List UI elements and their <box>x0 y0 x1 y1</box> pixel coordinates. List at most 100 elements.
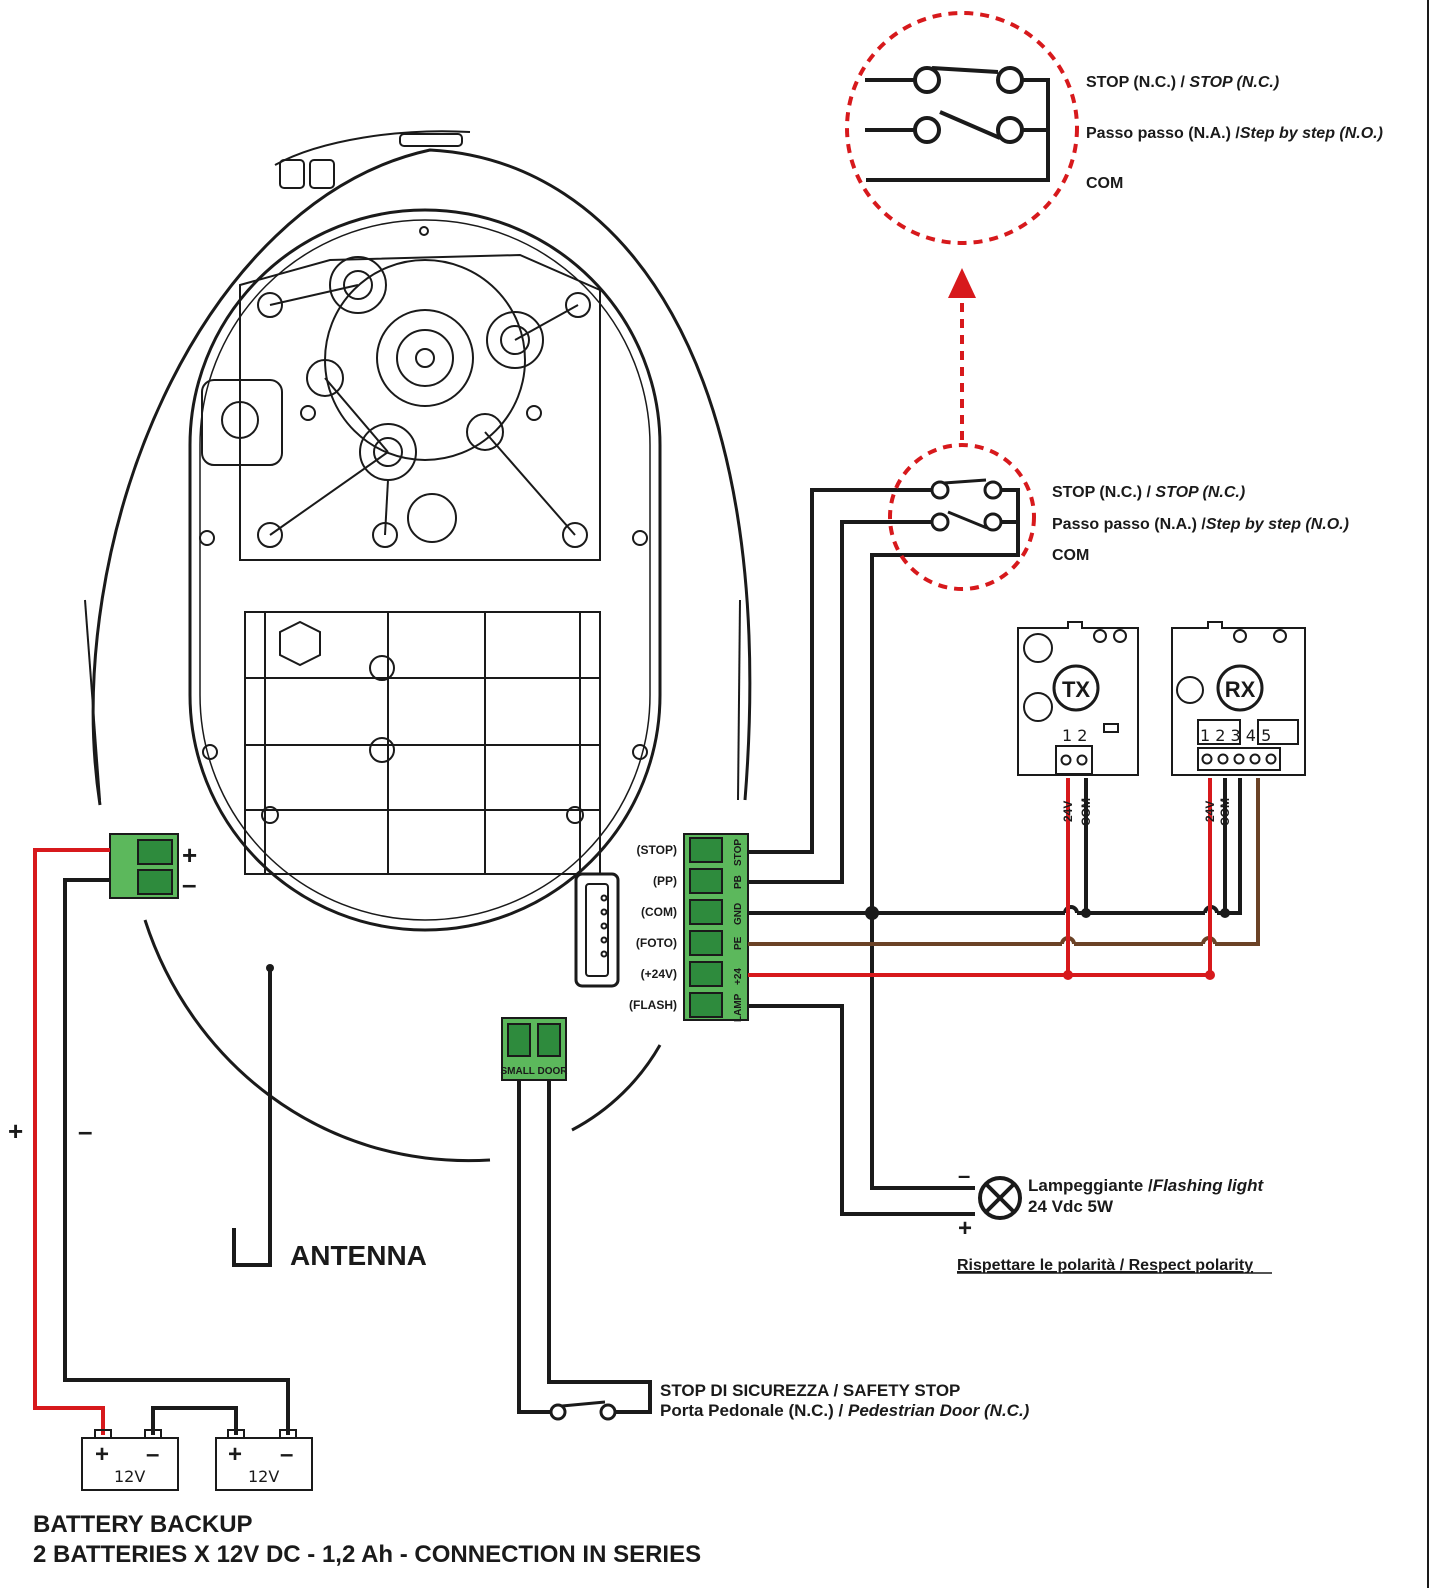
terminal-slot-pe <box>689 930 723 956</box>
lamp-minus: – <box>958 1163 970 1188</box>
gear-outer <box>376 309 474 407</box>
small-door-terminal: SMALL DOOR <box>500 1017 568 1081</box>
antenna: ANTENNA <box>232 964 427 1271</box>
tx-wire-com-label: COM <box>1079 798 1093 826</box>
power-terminal-plus-slot <box>137 839 173 865</box>
pin-left <box>300 405 316 421</box>
gear-plate <box>239 253 601 561</box>
detail-zoom-lever-2 <box>939 110 1001 140</box>
housing-top <box>274 130 471 166</box>
usb-pin-2 <box>600 908 608 916</box>
bolt-right <box>486 311 544 369</box>
tx-pins: 1 2 <box>1062 726 1087 745</box>
wire-gnd-hop-tx <box>1063 905 1079 914</box>
terminal-tag-pe: PE <box>733 936 744 950</box>
terminal-block: STOP PB GND PE +24 LAMP (STOP) (PP) (COM… <box>629 833 749 1022</box>
flashing-light: – + Lampeggiante /Flashing light 24 Vdc … <box>957 1163 1272 1274</box>
rx-terminal-pin-5 <box>1265 753 1277 765</box>
safety-stop-line2-it: Porta Pedonale (N.C.) / <box>660 1401 848 1420</box>
safety-stop-line2-en: Pedestrian Door (N.C.) <box>848 1401 1030 1420</box>
rx-label-frame <box>1197 719 1299 745</box>
housing-slot-right <box>737 599 741 801</box>
battery-plus-wire <box>33 848 110 1435</box>
housing-lower-arc-right <box>571 1044 662 1132</box>
terminal-slot-24 <box>689 961 723 987</box>
detail-zoom-pp: Passo passo (N.A.) / <box>1086 125 1240 142</box>
usb-pin-1 <box>600 894 608 902</box>
battery-2-minus: – <box>280 1441 293 1468</box>
usb-connector-slot <box>585 883 609 977</box>
detail-small-contact-2 <box>983 480 1003 500</box>
rx-badge <box>1216 664 1264 712</box>
base-plate-outer <box>188 208 662 932</box>
terminal-side-foto: (FOTO) <box>636 936 677 950</box>
base-plate-inner <box>199 219 651 921</box>
release-lock <box>201 379 283 466</box>
detail-arrow <box>948 268 976 298</box>
housing-outer-arc <box>91 148 752 806</box>
detail-zoom-stop: STOP (N.C.) / <box>1086 74 1189 91</box>
terminal-side-com: (COM) <box>641 905 677 919</box>
wire-stop <box>748 488 935 854</box>
terminal-side-stop: (STOP) <box>637 843 677 857</box>
battery-2: + – 12V <box>215 1429 313 1491</box>
detail-zoom-lever-1 <box>931 66 999 74</box>
detail-zoom-pp-text: Passo passo (N.A.) /Step by step (N.O.) <box>1086 125 1383 142</box>
gear-center <box>415 348 435 368</box>
terminal-tag-pb: PB <box>733 875 744 889</box>
wire-flash-plus <box>748 1004 975 1216</box>
battery-1-post-plus <box>94 1429 112 1439</box>
small-door-slot-1 <box>507 1023 531 1057</box>
grid-screw-1 <box>369 655 395 681</box>
detail-small-pp: Passo passo (N.A.) / <box>1052 516 1206 533</box>
usb-pin-3 <box>600 922 608 930</box>
side-pin-right <box>632 530 648 546</box>
battery-2-body <box>215 1437 313 1491</box>
safety-stop-switch <box>549 1400 617 1421</box>
detail-small-pp-text: Passo passo (N.A.) /Step by step (N.O.) <box>1052 516 1349 533</box>
detail-small-lever-2 <box>947 510 988 530</box>
detail-zoom-wire-com <box>866 78 1050 182</box>
housing-lower-arc-left <box>143 919 491 1163</box>
usb-pin-5 <box>600 950 608 958</box>
detail-zoom-contact-3 <box>913 116 941 144</box>
rx-terminal-pin-4 <box>1249 753 1261 765</box>
tx-notch-1 <box>1093 629 1107 643</box>
power-terminal-minus-slot <box>137 869 173 895</box>
housing-slot-left <box>84 599 101 801</box>
side-pin-left <box>199 530 215 546</box>
rx-wire-24v-label: 24V <box>1203 801 1217 822</box>
grid-screw-3 <box>261 806 279 824</box>
battery-1-minus: – <box>146 1441 159 1468</box>
screw-bl <box>257 522 283 548</box>
base-plate-hole <box>419 226 429 236</box>
usb-connector <box>574 872 620 988</box>
terminal-tag-stop: STOP <box>733 839 744 866</box>
lamp-label-en: Flashing light <box>1153 1176 1265 1195</box>
screw-tr <box>565 292 591 318</box>
hole-left <box>306 359 344 397</box>
battery-2-voltage: 12V <box>248 1467 279 1486</box>
safety-stop-line2: Porta Pedonale (N.C.) / Pedestrian Door … <box>660 1401 1030 1420</box>
small-door-label: SMALL DOOR <box>500 1066 568 1077</box>
rx-body <box>1171 621 1306 776</box>
bolt-right-inner <box>500 325 530 355</box>
detail-zoom-circle <box>845 11 1079 245</box>
rx-pins: 1 2 3 4 5 <box>1200 726 1271 745</box>
lamp-spec: 24 Vdc 5W <box>1028 1197 1114 1216</box>
gear-spline <box>396 329 454 387</box>
bolt-top <box>329 256 387 314</box>
hole-right <box>466 413 504 451</box>
tx-badge <box>1052 664 1100 712</box>
power-terminal: + – <box>109 833 197 899</box>
safety-stop-wire-2 <box>547 1080 652 1414</box>
tx-terminal-pin-2 <box>1076 754 1088 766</box>
detail-small-contact-1 <box>930 480 950 500</box>
lamp-plus: + <box>958 1215 972 1242</box>
rx-terminal <box>1197 747 1281 771</box>
release-lock-key <box>221 401 259 439</box>
antenna-label: ANTENNA <box>290 1240 427 1271</box>
detail-zoom-stop-en: STOP (N.C.) <box>1189 74 1279 91</box>
detail-zoom-pp-en: Step by step (N.O.) <box>1240 125 1383 142</box>
